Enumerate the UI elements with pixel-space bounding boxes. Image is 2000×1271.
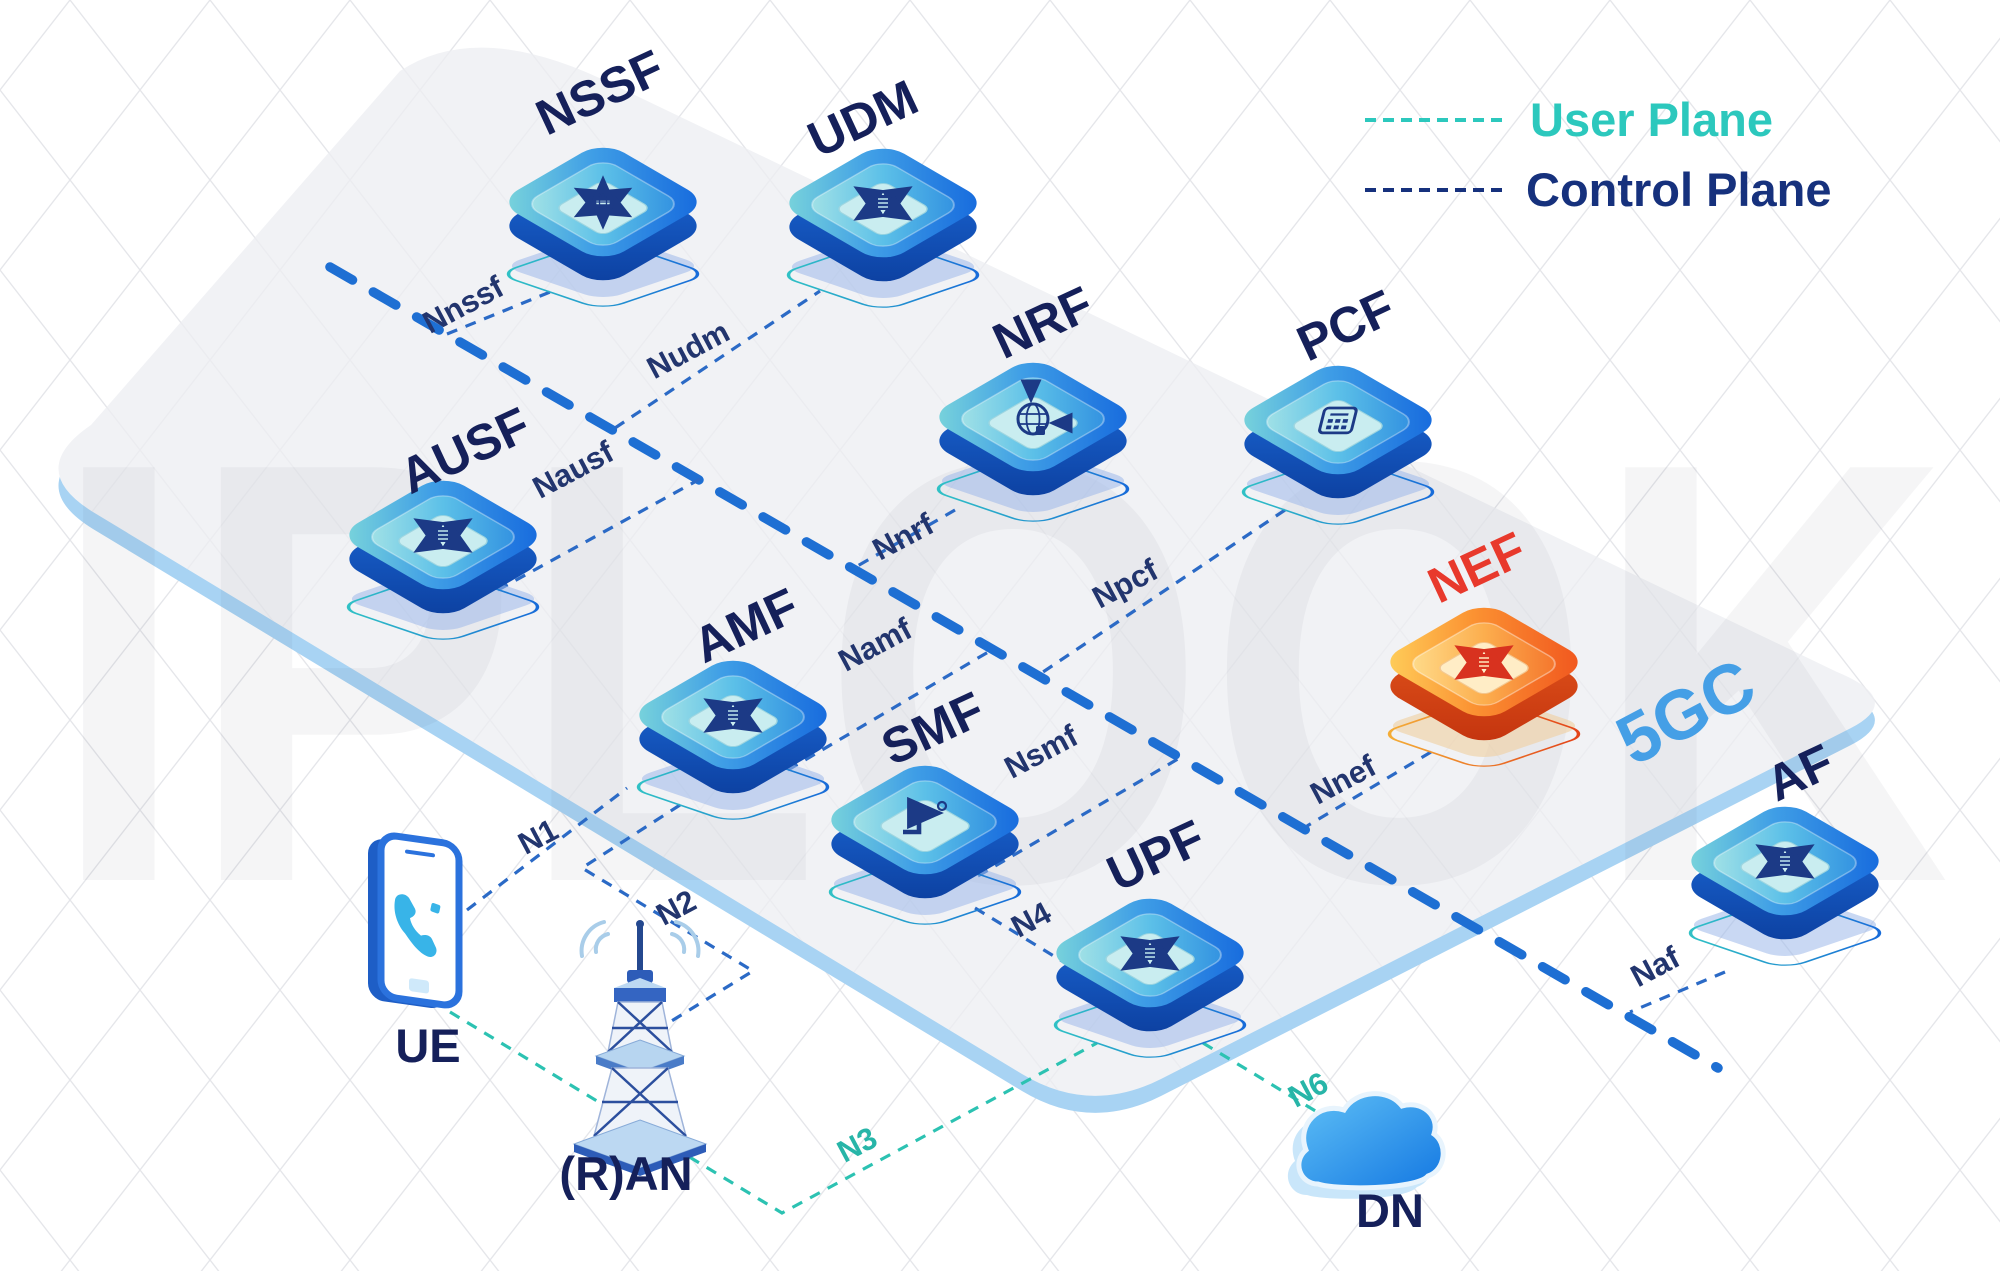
link-n1 [466,786,628,912]
link-npcf [1039,508,1286,676]
legend-control-plane-label: Control Plane [1526,163,1832,216]
control-plane-bus [325,262,1723,1073]
dn-cloud-icon [1287,1091,1446,1199]
ran-tower-icon [572,920,708,1176]
link-n2 [578,803,757,1030]
legend: User Plane Control Plane [1365,93,1832,216]
link-n3 [449,1010,1098,1215]
dn-label: DN [1356,1184,1424,1237]
legend-user-plane-label: User Plane [1530,93,1773,146]
user-plane-links [449,1010,1328,1215]
link-nnef [1306,750,1432,828]
ue-label: UE [395,1019,460,1072]
link-nudm [614,289,821,430]
control-plane-links [446,289,1726,1030]
link-naf [1629,970,1726,1014]
link-n6 [1202,1041,1328,1120]
ue-smartphone-icon [368,832,463,1009]
ran-label: (R)AN [559,1147,692,1200]
link-namf [787,646,996,772]
